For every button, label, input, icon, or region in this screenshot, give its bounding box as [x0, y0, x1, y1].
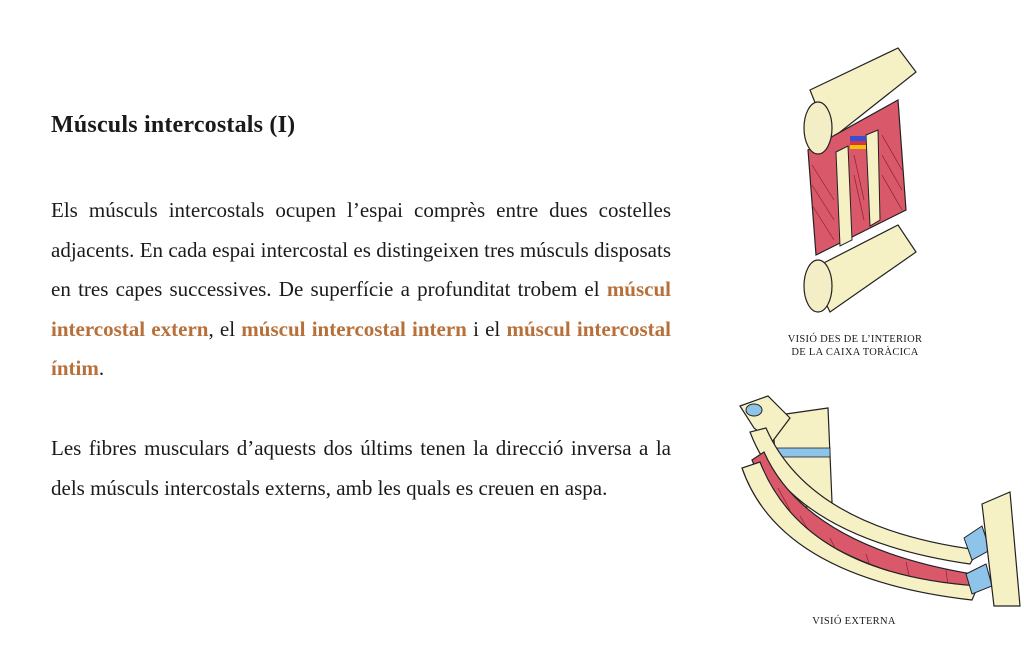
- page-title: Músculs intercostals (I): [51, 112, 296, 138]
- intro-paragraph: Els músculs intercostals ocupen l’espai …: [51, 191, 671, 389]
- caption-line: VISIÓ DES DE L’INTERIOR: [787, 334, 923, 345]
- caption-interior-view: VISIÓ DES DE L’INTERIOR DE LA CAIXA TORÀ…: [760, 333, 950, 359]
- nerve-band: [850, 145, 866, 149]
- artery-band: [850, 141, 866, 145]
- sternum: [981, 491, 1021, 607]
- link-muscle-intern[interactable]: múscul intercostal intern: [241, 316, 467, 341]
- intro-text: Els músculs intercostals ocupen l’espai …: [51, 198, 671, 301]
- caption-external-view: VISIÓ EXTERNA: [812, 616, 896, 627]
- link-muscle-extern[interactable]: múscul intercostal extern: [51, 277, 671, 341]
- articular-facet: [745, 403, 763, 417]
- separator-text: , el: [208, 316, 242, 341]
- caption-line: DE LA CAIXA TORÀCICA: [791, 347, 919, 358]
- external-view-illustration: [739, 395, 1021, 607]
- interior-view-illustration: [803, 47, 917, 313]
- muscle-gap: [865, 129, 881, 227]
- muscle-fibres: [811, 134, 903, 241]
- vein-band: [850, 136, 866, 141]
- separator-text: i el: [466, 316, 507, 341]
- link-muscle-intim[interactable]: múscul intercostal íntim: [51, 316, 671, 381]
- upper-rib-section: [803, 101, 833, 155]
- muscle-gap: [835, 145, 853, 247]
- lower-rib-section: [803, 259, 833, 313]
- end-text: .: [98, 356, 105, 380]
- intervertebral-disc: [775, 447, 831, 458]
- intercostal-muscle: [807, 99, 907, 256]
- fibres-paragraph: Les fibres musculars d’aquests dos últim…: [51, 436, 671, 500]
